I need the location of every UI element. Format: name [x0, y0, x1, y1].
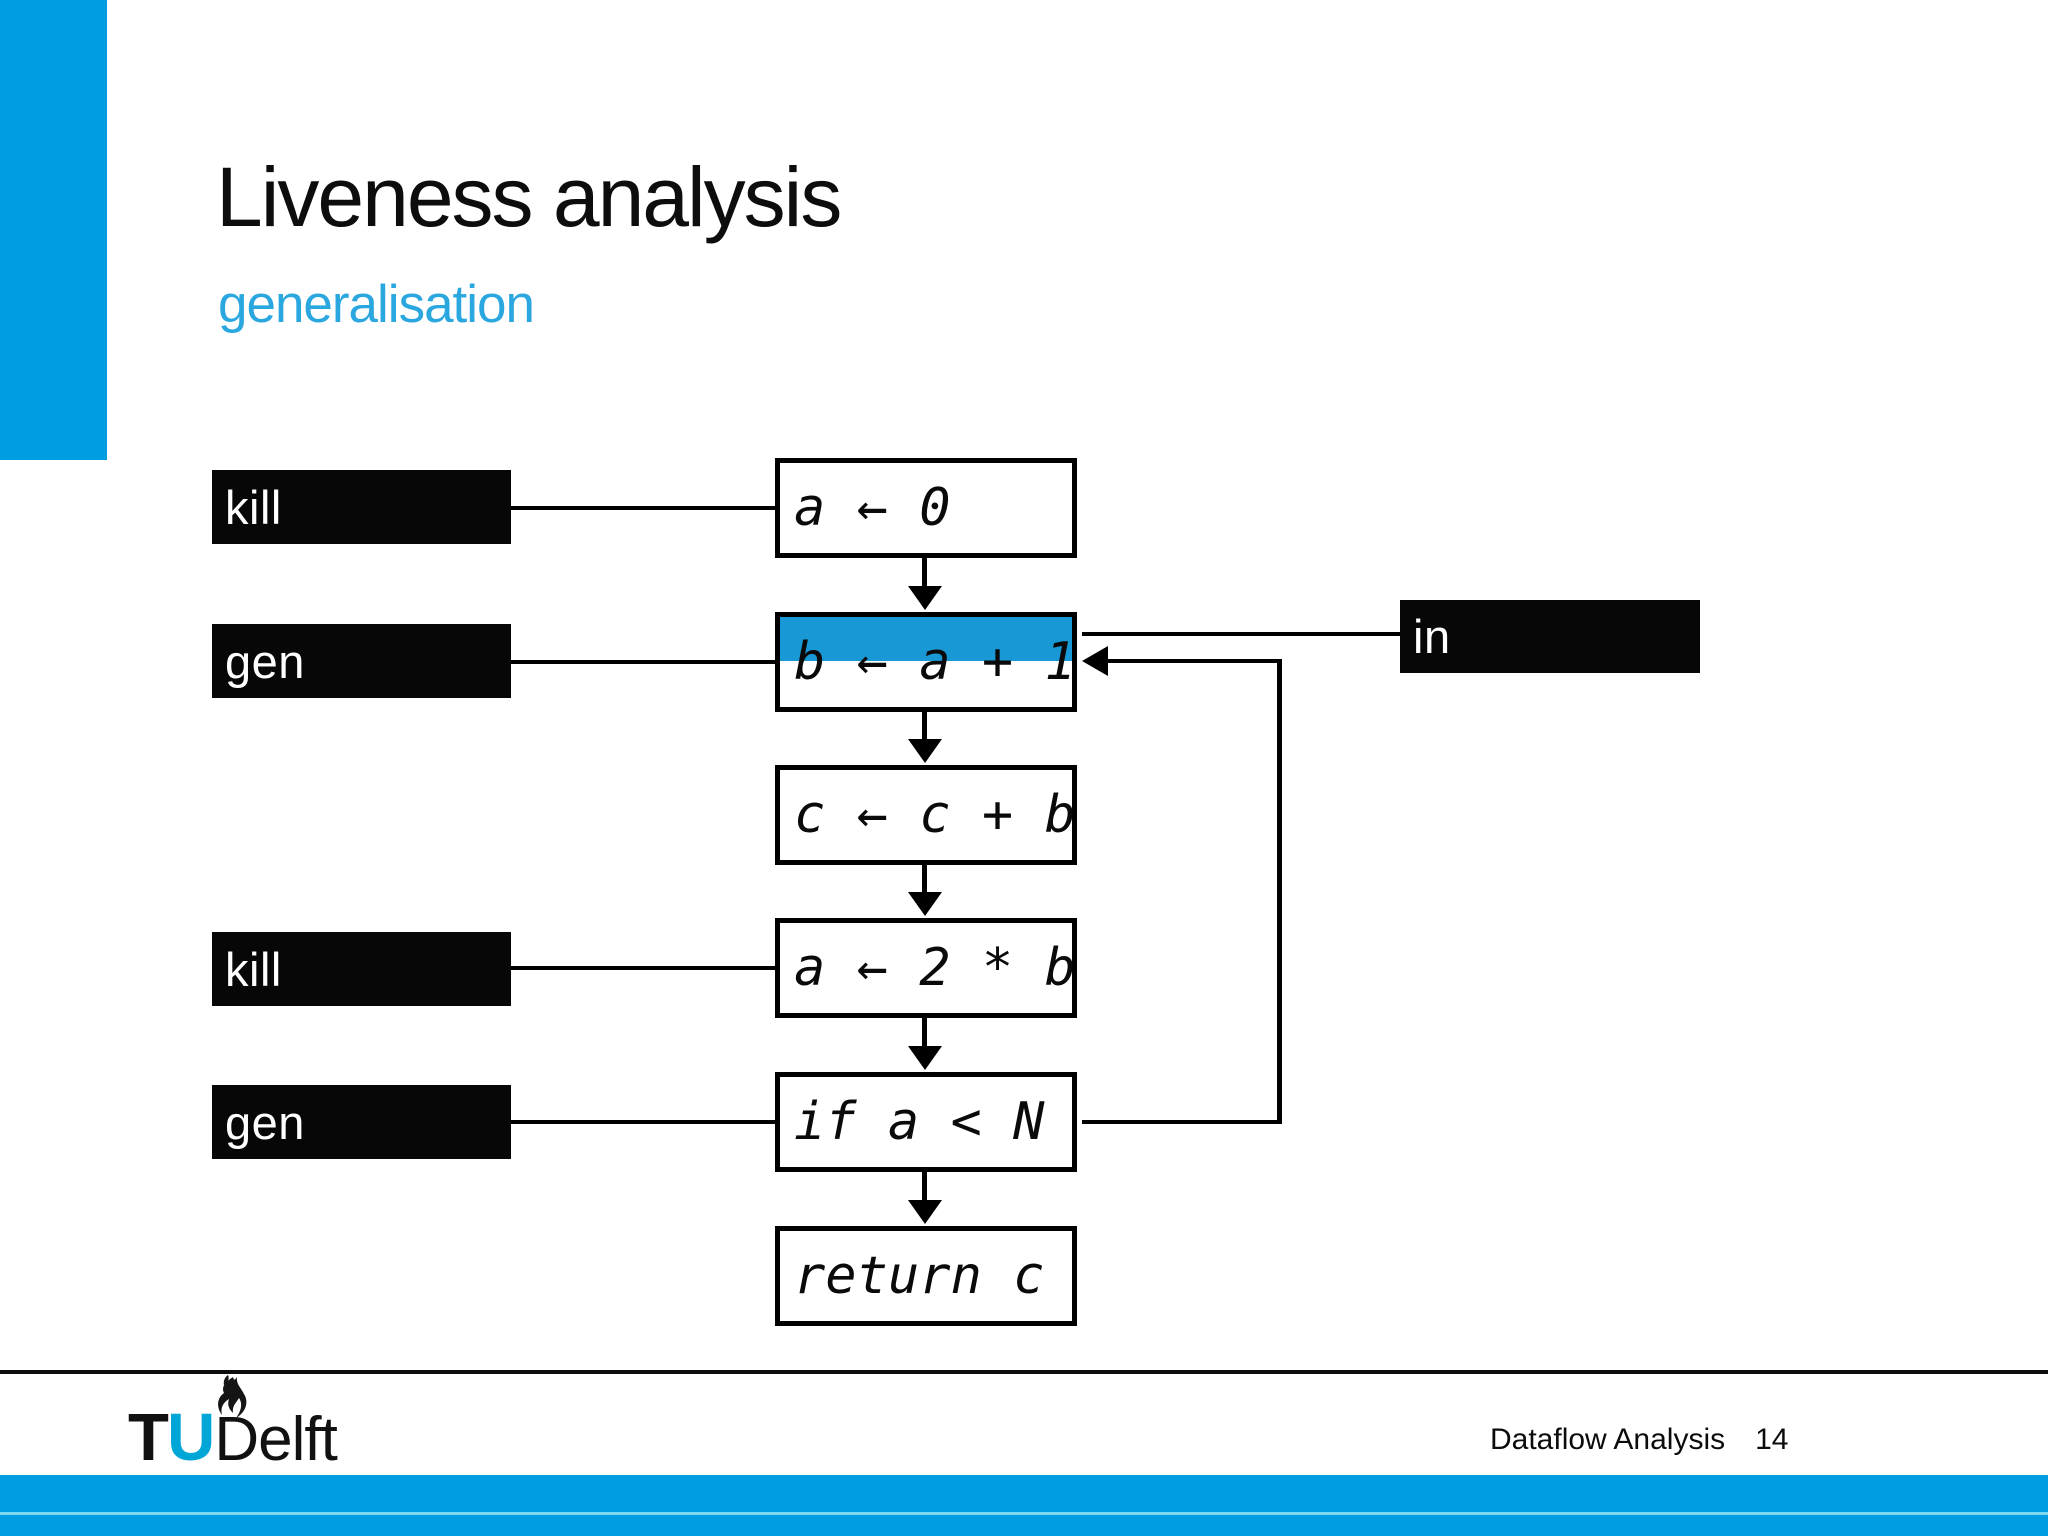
loop-edge-top-line — [1106, 659, 1281, 663]
flow-node-b-assign: b ← a + 1 — [775, 612, 1077, 712]
edge-line-3 — [922, 865, 927, 892]
edge-arrowhead-3 — [908, 892, 942, 916]
edge-arrowhead-4 — [908, 1046, 942, 1070]
loop-edge-bottom-line — [1082, 1120, 1282, 1124]
flow-node-if: if a < N — [775, 1072, 1077, 1172]
gen2-connector-line — [511, 1120, 775, 1124]
tudelft-logo: T U Delft — [128, 1399, 338, 1475]
loop-edge-vertical-line — [1277, 659, 1282, 1124]
logo-word-delft: Delft — [214, 1405, 337, 1474]
tudelft-flame-icon — [218, 1375, 247, 1418]
edge-line-5 — [922, 1172, 927, 1200]
edge-arrowhead-2 — [908, 739, 942, 763]
in-connector-line — [1082, 632, 1400, 636]
kill-label-1: kill — [212, 470, 511, 544]
edge-arrowhead-5 — [908, 1200, 942, 1224]
left-accent-bar — [0, 0, 107, 460]
gen-label-2: gen — [212, 1085, 511, 1159]
footer-page-number: 14 — [1755, 1423, 1789, 1456]
page-title: Liveness analysis — [216, 150, 842, 244]
in-label: in — [1400, 600, 1700, 673]
flow-node-return: return c — [775, 1226, 1077, 1326]
kill-label-2: kill — [212, 932, 511, 1006]
flow-node-c-assign: c ← c + b — [775, 765, 1077, 865]
bottom-accent-line — [0, 1512, 2048, 1515]
loop-edge-arrowhead — [1082, 646, 1108, 676]
page-subtitle: generalisation — [218, 275, 535, 334]
gen1-connector-line — [511, 660, 775, 664]
footer-divider — [0, 1370, 2048, 1374]
edge-line-4 — [922, 1018, 927, 1046]
kill2-connector-line — [511, 966, 775, 970]
logo-letter-u: U — [166, 1400, 215, 1475]
edge-line-2 — [922, 712, 927, 739]
flow-node-a-assign-2b: a ← 2 * b — [775, 918, 1077, 1018]
kill1-connector-line — [511, 506, 775, 510]
flow-node-a-assign-0: a ← 0 — [775, 458, 1077, 558]
gen-label-1: gen — [212, 624, 511, 698]
edge-line-1 — [922, 558, 927, 586]
bottom-accent-bar — [0, 1475, 2048, 1536]
footer-course-name: Dataflow Analysis — [1490, 1423, 1726, 1456]
footer-text: Dataflow Analysis 14 — [1490, 1423, 1788, 1457]
edge-arrowhead-1 — [908, 586, 942, 610]
logo-letter-t: T — [128, 1400, 169, 1475]
